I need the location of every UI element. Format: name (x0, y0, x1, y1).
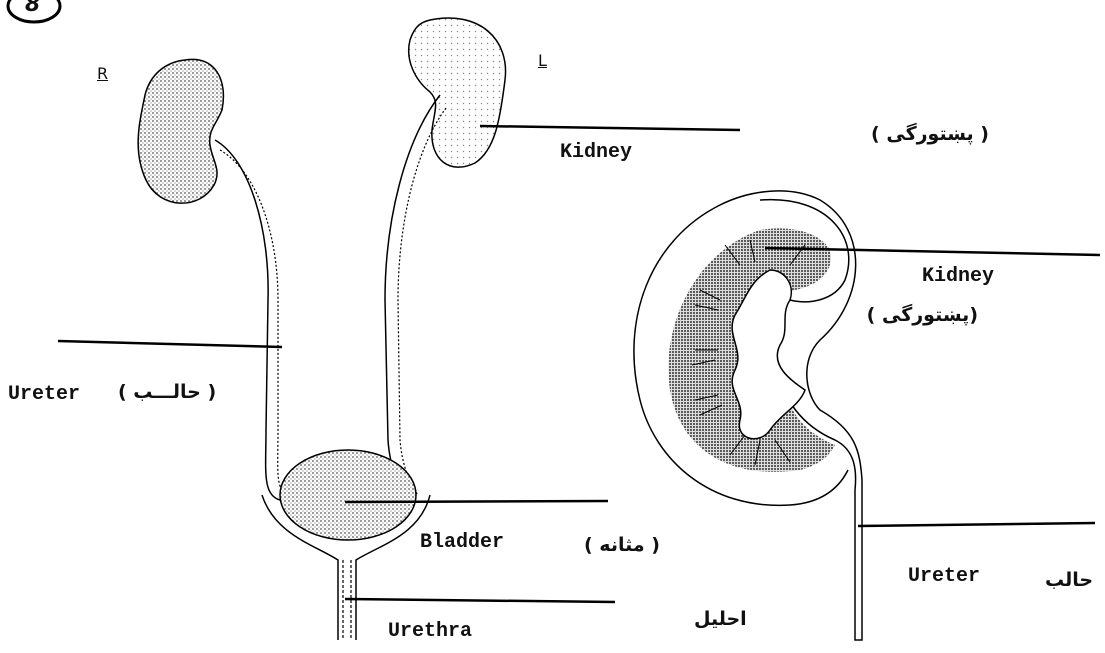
right-side-marker: R (97, 66, 108, 82)
leader-lines (58, 126, 1100, 602)
kidney-section-label: Kidney (922, 267, 994, 287)
ureter-left-label: Ureter (8, 385, 80, 405)
kidney-top-label: Kidney (560, 143, 632, 163)
bladder-shape (280, 450, 416, 540)
bladder-leader (345, 501, 608, 502)
right-ureter-tube-inner (220, 150, 288, 495)
ureter-right-leader (858, 523, 1095, 526)
urethra-leader (345, 599, 615, 602)
kidney-section-persian-label: (پښتورگی ) (867, 306, 978, 325)
ureter-right-persian-label: حالب (1045, 571, 1093, 590)
urethra-persian-label: احلیل (694, 610, 747, 629)
urethra-label: Urethra (388, 622, 472, 642)
ureter-right-label: Ureter (908, 567, 980, 587)
kidney-top-persian-label: ( پښتورگی ) (871, 125, 989, 144)
left-kidney-shape (409, 18, 506, 167)
ureter-left-leader (58, 341, 282, 347)
figure-number: 8 (25, 0, 40, 16)
bladder-persian-label: ( مثانه ) (584, 536, 660, 555)
right-ureter-tube (215, 140, 280, 500)
left-ureter-tube (385, 95, 440, 500)
left-side-marker: L (538, 53, 547, 69)
right-kidney-shape (138, 59, 223, 203)
ureter-left-persian-label: ( حالـــب ) (118, 383, 216, 402)
kidney-top-leader (480, 126, 740, 130)
bladder-label: Bladder (420, 533, 504, 553)
